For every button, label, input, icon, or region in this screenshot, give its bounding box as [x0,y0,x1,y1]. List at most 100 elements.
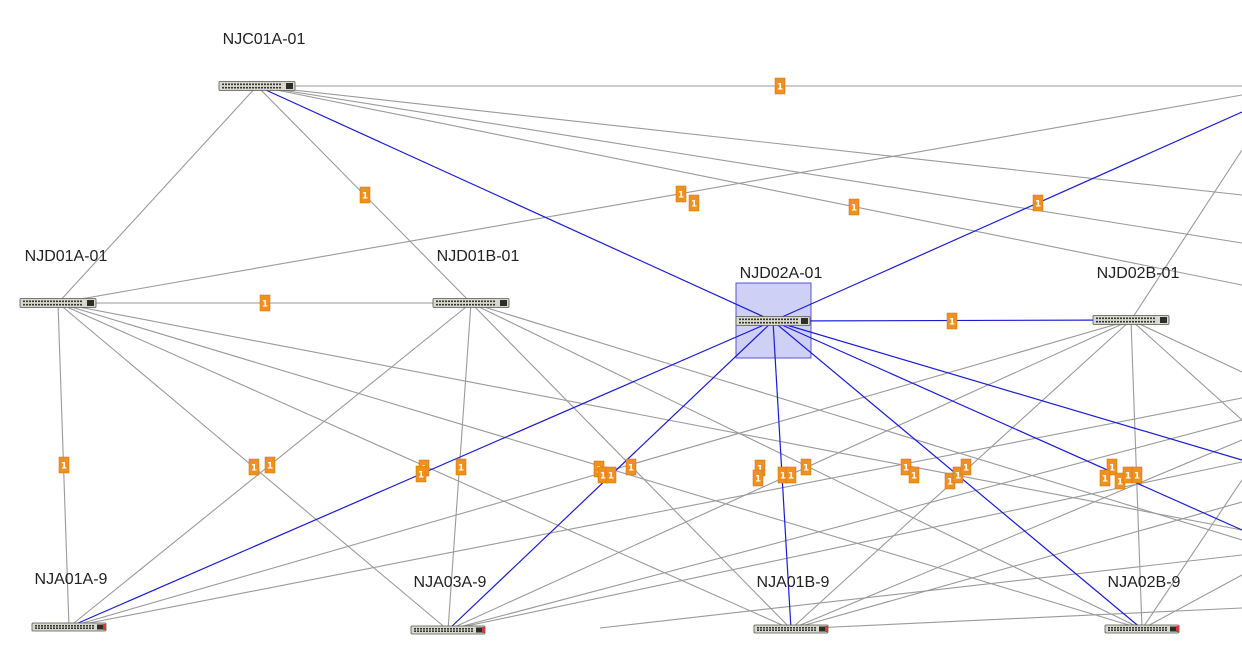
link-count-badge[interactable]: 1 [625,458,637,476]
switch-port [1165,627,1167,629]
link-count-badge[interactable]: 1 [774,77,786,95]
switch-port [754,318,756,321]
switch-port [478,300,480,303]
link-count-badge[interactable]: 1 [688,194,700,212]
switch-port [432,630,434,632]
node-nja02b-9[interactable]: NJA02B-9 [1104,574,1181,634]
uplink-module [1160,317,1167,323]
link-count-badge[interactable]: 1 [785,466,797,484]
link-count-badge[interactable]: 1 [455,458,467,476]
uplink-module [97,624,104,630]
switch-port [456,630,458,632]
node-njd01a-01[interactable]: NJD01A-01 [19,248,107,308]
link-line[interactable] [1141,574,1242,630]
link-count-badge[interactable]: 1 [1131,466,1143,484]
link-line[interactable] [1130,319,1242,373]
switch-port [450,630,452,632]
link-count-badge[interactable]: 1 [605,466,617,484]
node-njd02a-01[interactable]: NJD02A-01 [735,265,822,326]
link-line[interactable] [57,85,258,304]
switch-port [487,300,489,303]
node-nja01a-9[interactable]: NJA01A-9 [31,571,108,632]
link-line[interactable] [447,419,1242,631]
link-line[interactable] [256,85,1242,286]
link-line[interactable] [1130,149,1242,321]
switch-port [276,86,278,89]
link-line[interactable] [447,461,1242,631]
link-line[interactable] [256,85,1242,196]
link-line[interactable] [256,85,1242,244]
switch-port [784,318,786,321]
link-count-badge[interactable]: 1 [752,469,764,487]
switch-port [775,627,777,629]
link-count-badge[interactable]: 1 [800,458,812,476]
link-count-badge[interactable]: 1 [960,458,972,476]
node-njd02b-01[interactable]: NJD02B-01 [1092,265,1179,325]
switch-port [465,628,467,630]
switch-port [465,630,467,632]
link-count-badge[interactable]: 1 [415,465,427,483]
switch-port [447,630,449,632]
switch-port [1117,629,1119,631]
switch-port [59,627,61,629]
selected-link-line[interactable] [772,111,1242,322]
switch-port [469,300,471,303]
link-count-badge[interactable]: 1 [946,312,958,330]
switch-port [267,86,269,89]
switch-port [74,300,76,303]
link-line[interactable] [1130,319,1242,421]
switch-port [748,321,750,324]
node-njc01a-01[interactable]: NJC01A-01 [218,31,305,91]
selected-link-line[interactable] [772,320,1242,531]
link-line[interactable] [790,607,1242,630]
switch-port [1120,320,1122,323]
switch-port [68,625,70,627]
link-count-badge[interactable]: 1 [259,294,271,312]
badge-box [848,198,860,216]
link-count-badge[interactable]: 1 [675,185,687,203]
node-njd01b-01[interactable]: NJD01B-01 [432,248,519,308]
switch-port [1153,320,1155,323]
link-line[interactable] [57,94,1242,304]
link-count-badge[interactable]: 1 [1106,458,1118,476]
node-nja01b-9[interactable]: NJA01B-9 [753,574,830,634]
link-count-badge[interactable]: 1 [1099,469,1111,487]
link-count-badge[interactable]: 1 [1122,466,1134,484]
link-line[interactable] [57,302,1242,531]
link-count-badge[interactable]: 1 [58,456,70,474]
switch-port [1147,629,1149,631]
switch-port [769,321,771,324]
link-line[interactable] [599,554,1242,629]
badge-box [58,456,70,474]
switch-port [65,303,67,306]
link-count-badge[interactable]: 1 [1032,194,1044,212]
switch-port [56,625,58,627]
link-line[interactable] [470,302,1242,541]
switch-port [793,627,795,629]
link-line[interactable] [1141,479,1242,630]
uplink-module [476,627,483,633]
switch-port [784,629,786,631]
link-count-badge[interactable]: 1 [848,198,860,216]
switch-port [814,627,816,629]
link-count-badge[interactable]: 1 [359,186,371,204]
selected-link-line[interactable] [256,85,774,322]
switch-port [1126,317,1128,320]
switch-port [451,303,453,306]
node-nja03a-9[interactable]: NJA03A-9 [410,574,487,635]
link-count-badge[interactable]: 1 [248,458,260,476]
link-count-badge[interactable]: 1 [908,466,920,484]
link-line[interactable] [790,439,1242,630]
link-count-badge[interactable]: 1 [264,456,276,474]
switch-port [1150,317,1152,320]
link-line[interactable] [790,501,1242,630]
switch-port [1096,320,1098,323]
link-line[interactable] [68,397,1242,628]
selected-link-line[interactable] [772,320,1242,461]
badge-count: 1 [678,191,684,201]
switch-port [1138,317,1140,320]
switch-port [811,627,813,629]
switch-port [1159,627,1161,629]
